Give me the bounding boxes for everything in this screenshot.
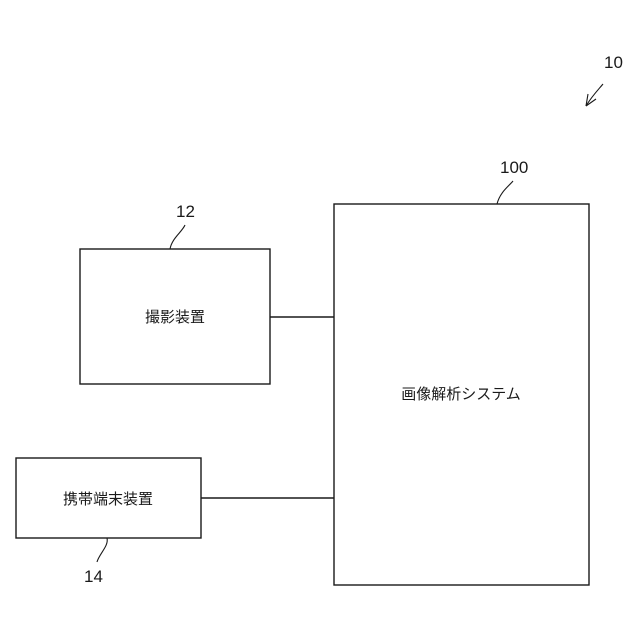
imaging-device-leader [170,225,185,249]
analysis-system-label: 画像解析システム [401,385,521,403]
analysis-system-ref-label: 100 [500,158,528,177]
imaging-device-label: 撮影装置 [145,308,205,326]
analysis-system-leader [497,181,513,204]
mobile-terminal-leader [97,538,107,562]
imaging-device-ref-label: 12 [176,202,195,221]
system-ref-arrow-shaft [586,84,603,106]
mobile-terminal-ref-label: 14 [84,567,103,586]
system-ref-label: 10 [604,53,623,72]
mobile-terminal-label: 携帯端末装置 [63,490,153,508]
